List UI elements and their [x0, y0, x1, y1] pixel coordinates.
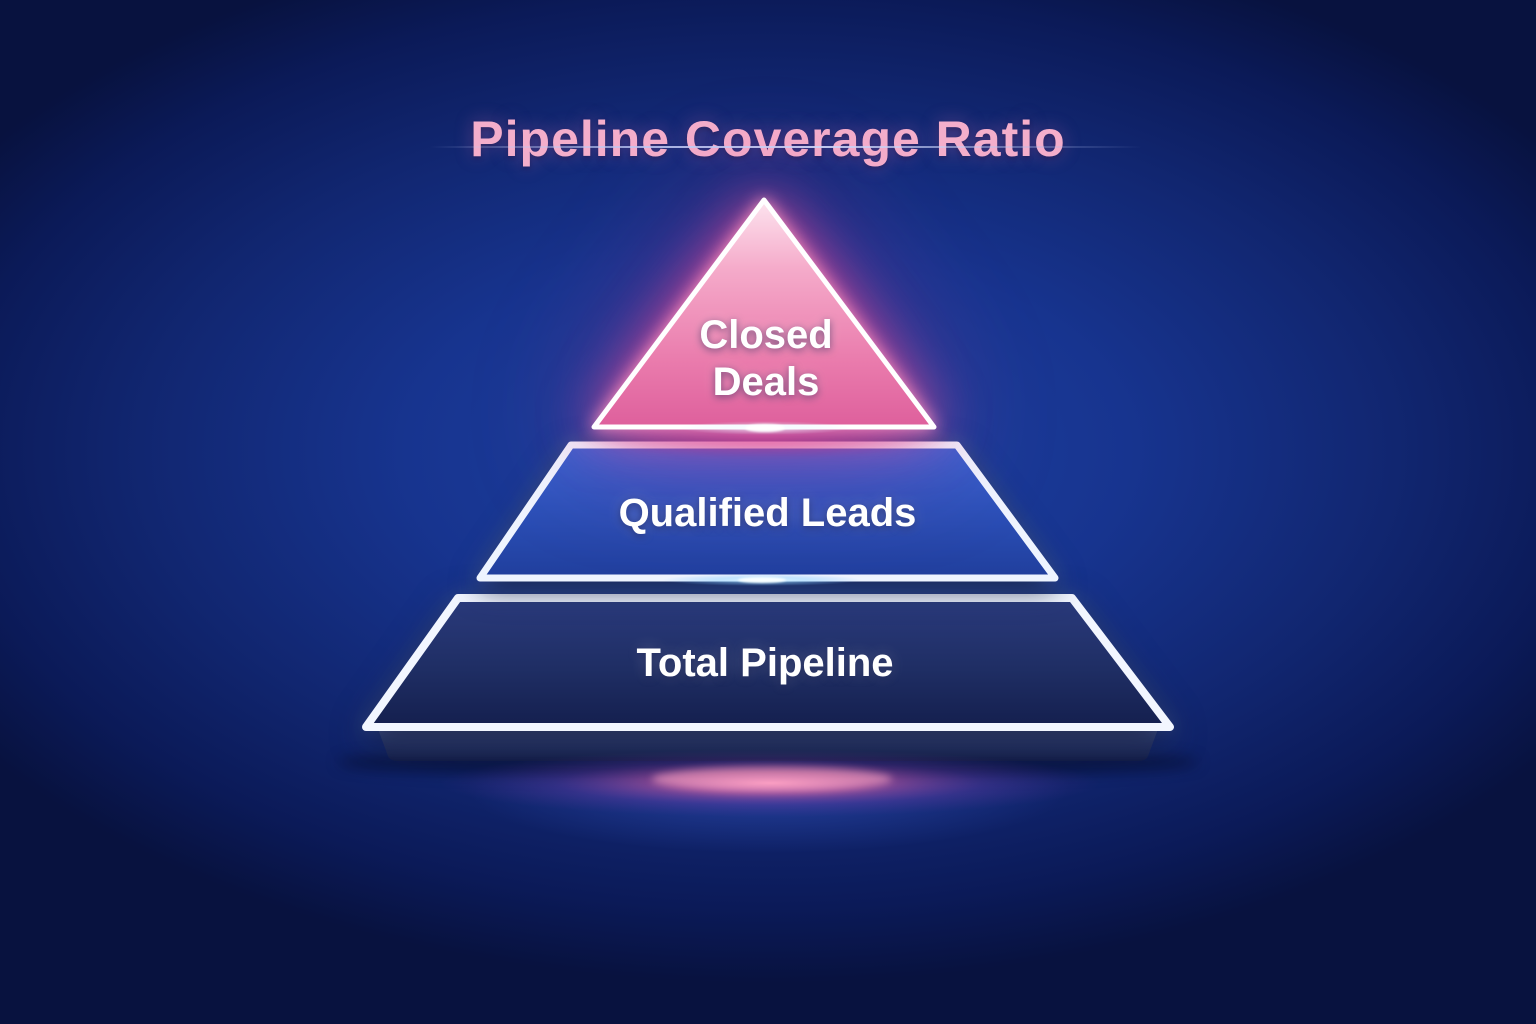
tier-label-qualified-leads: Qualified Leads [618, 491, 917, 535]
title-divider [430, 146, 1142, 148]
page-title: Pipeline Coverage Ratio [470, 110, 1066, 167]
tier-label-total-pipeline: Total Pipeline [636, 641, 894, 685]
mid-bottom-flare-core [738, 577, 786, 583]
triangle-base-flare-core [745, 424, 785, 432]
tier-total-pipeline [362, 594, 1174, 731]
tier-bottom-3d-base [378, 729, 1158, 761]
floor-glow-core [652, 767, 892, 791]
tier-label-closed-deals: Closed Deals [699, 313, 833, 404]
